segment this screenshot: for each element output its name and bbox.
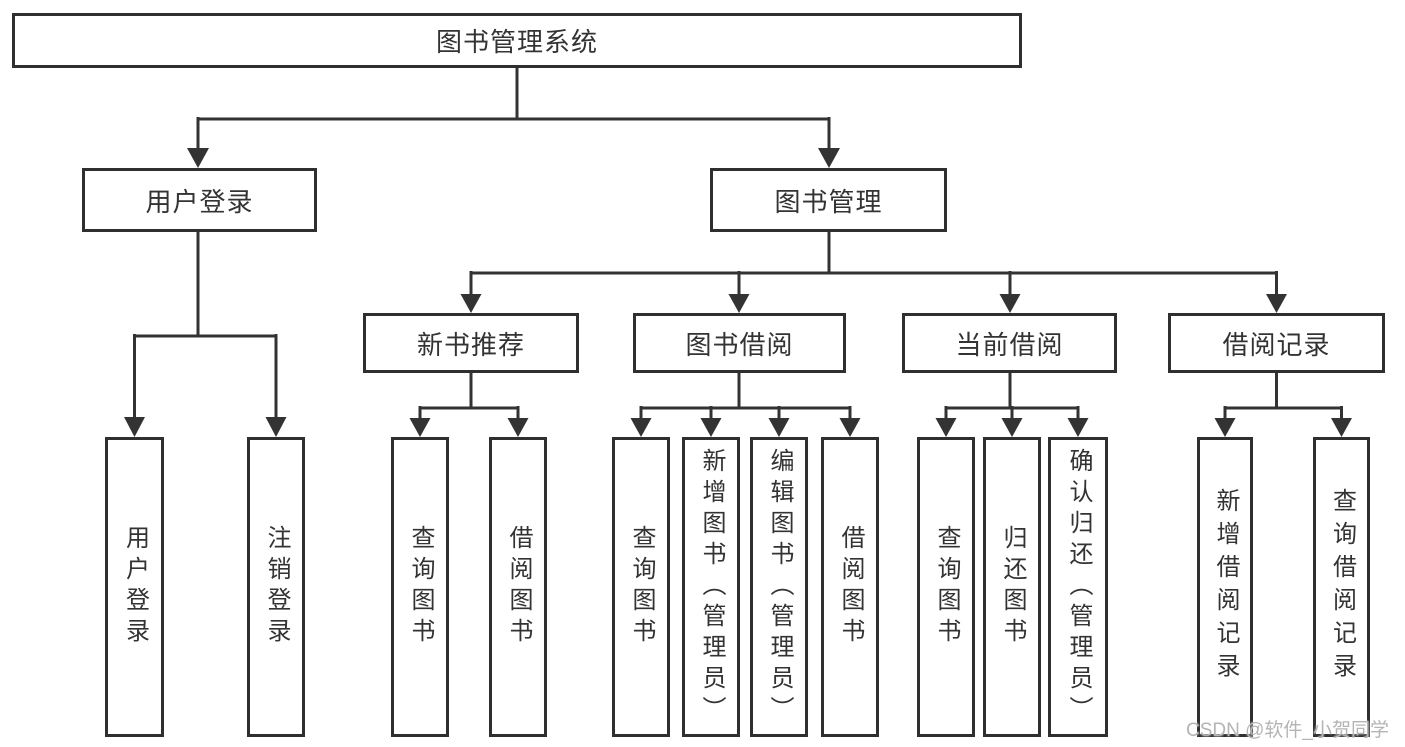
arrowhead-user-login <box>187 148 209 168</box>
arrowhead-his-add <box>1214 418 1236 437</box>
node-user-login-label: 用户登录 <box>145 186 254 217</box>
node-system-root-label: 图书管理系统 <box>435 27 598 57</box>
node-leaf-edit-book-admin: 编辑图书（管理员） <box>750 437 808 737</box>
node-leaf-add-borrow-record: 新增借阅记录 <box>1197 437 1253 737</box>
node-new-book-recommend-label: 新书推荐 <box>416 329 525 360</box>
node-leaf-return-book-label: 归还图书 <box>999 525 1026 649</box>
node-leaf-return-book: 归还图书 <box>983 437 1041 737</box>
node-leaf-edit-book-admin-label: 编辑图书（管理员） <box>766 447 793 727</box>
node-leaf-user-login: 用户登录 <box>105 437 164 737</box>
arrowhead-bw-edit <box>768 418 790 437</box>
node-book-management-label: 图书管理 <box>774 186 883 217</box>
node-borrow-history-label: 借阅记录 <box>1222 329 1331 360</box>
node-book-borrow: 图书借阅 <box>633 313 846 373</box>
node-leaf-newbook-borrow-label: 借阅图书 <box>505 525 532 649</box>
arrowhead-currentborrow <box>999 294 1021 313</box>
arrowhead-cur-query <box>935 418 957 437</box>
arrowhead-borrowhistory <box>1266 294 1287 313</box>
node-leaf-logout: 注销登录 <box>247 437 305 737</box>
node-leaf-query-borrow-record: 查询借阅记录 <box>1313 437 1370 737</box>
arrowhead-bookborrow <box>728 294 750 313</box>
arrowhead-bw-add <box>700 418 722 437</box>
arrowhead-book-mgmt <box>818 148 840 168</box>
node-leaf-newbook-borrow: 借阅图书 <box>489 437 547 737</box>
node-user-login: 用户登录 <box>82 168 317 232</box>
watermark: CSDN @软件_小贺同学 <box>1186 720 1389 741</box>
node-leaf-confirm-return-admin: 确认归还（管理员） <box>1048 437 1108 737</box>
arrowhead-cur-confirm <box>1067 418 1089 437</box>
arrowhead-bw-query <box>630 418 652 437</box>
node-leaf-add-book-admin: 新增图书（管理员） <box>682 437 740 737</box>
node-book-management: 图书管理 <box>710 168 947 232</box>
arrowhead-his-query <box>1331 418 1352 437</box>
arrowhead-cur-return <box>1001 418 1023 437</box>
arrowhead-nb-query <box>409 418 431 437</box>
node-leaf-confirm-return-admin-label: 确认归还（管理员） <box>1065 447 1092 727</box>
node-leaf-user-login-label: 用户登录 <box>121 525 149 649</box>
node-current-borrow-label: 当前借阅 <box>955 329 1064 360</box>
node-current-borrow: 当前借阅 <box>902 313 1117 373</box>
node-leaf-logout-label: 注销登录 <box>263 525 290 649</box>
arrowhead-nb-borrow <box>507 418 529 437</box>
node-leaf-borrow-query-label: 查询图书 <box>628 525 655 649</box>
node-leaf-borrow-book: 借阅图书 <box>821 437 879 737</box>
arrowhead-ul-logout <box>265 417 287 437</box>
node-system-root: 图书管理系统 <box>12 13 1022 68</box>
node-leaf-newbook-query: 查询图书 <box>391 437 449 737</box>
arrowhead-newbooks <box>460 294 482 313</box>
node-new-book-recommend: 新书推荐 <box>363 313 579 373</box>
arrowhead-bw-borrow <box>839 418 861 437</box>
node-leaf-borrow-book-label: 借阅图书 <box>837 525 864 649</box>
node-leaf-add-borrow-record-label: 新增借阅记录 <box>1212 488 1239 686</box>
node-leaf-newbook-query-label: 查询图书 <box>407 525 434 649</box>
node-borrow-history: 借阅记录 <box>1168 313 1385 373</box>
arrowhead-ul-login <box>124 417 145 437</box>
node-leaf-query-borrow-record-label: 查询借阅记录 <box>1328 488 1356 686</box>
node-leaf-borrow-query: 查询图书 <box>612 437 670 737</box>
node-book-borrow-label: 图书借阅 <box>685 329 794 360</box>
node-leaf-current-query: 查询图书 <box>917 437 975 737</box>
node-leaf-current-query-label: 查询图书 <box>933 525 960 649</box>
node-leaf-add-book-admin-label: 新增图书（管理员） <box>698 447 725 727</box>
